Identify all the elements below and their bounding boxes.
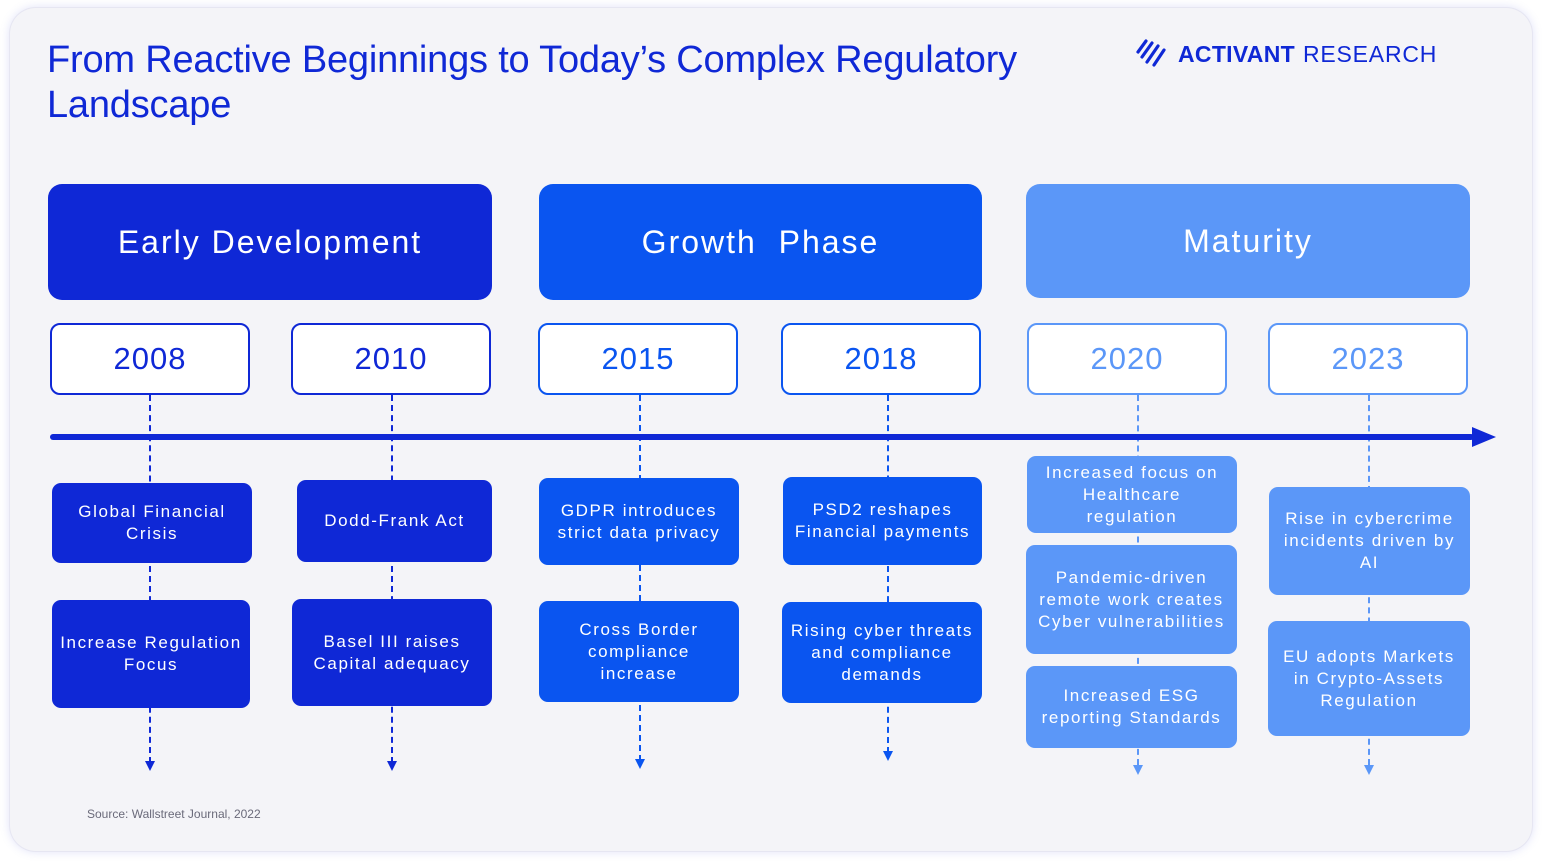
timeline-axis: [50, 434, 1474, 440]
brand-logo: ACTIVANT RESEARCH: [1134, 38, 1437, 70]
timeline-arrow-icon: [1472, 427, 1496, 447]
arrow-down-icon: [1133, 765, 1143, 775]
connector-2008: [149, 395, 151, 763]
connector-2015: [639, 395, 641, 761]
event-esg-reporting: Increased ESG reporting Standards: [1026, 666, 1237, 748]
brand-name-bold: ACTIVANT: [1178, 40, 1295, 67]
event-basel-iii: Basel III raises Capital adequacy: [292, 599, 492, 706]
arrow-down-icon: [1364, 765, 1374, 775]
phase-early-development: Early Development: [48, 184, 492, 300]
source-note: Source: Wallstreet Journal, 2022: [87, 807, 261, 821]
event-ai-cybercrime: Rise in cybercrime incidents driven by A…: [1269, 487, 1470, 595]
year-2023: 2023: [1268, 323, 1468, 395]
event-rising-cyber-threats: Rising cyber threats and compliance dema…: [782, 602, 982, 703]
year-2015: 2015: [538, 323, 738, 395]
page-title: From Reactive Beginnings to Today’s Comp…: [47, 39, 1017, 126]
event-cross-border-compliance: Cross Border compliance increase: [539, 601, 739, 702]
connector-2010: [391, 395, 393, 763]
arrow-down-icon: [883, 751, 893, 761]
activant-chevrons-logo-icon: [1136, 39, 1166, 67]
event-dodd-frank-act: Dodd-Frank Act: [297, 480, 492, 562]
arrow-down-icon: [387, 761, 397, 771]
phase-growth: Growth Phase: [539, 184, 982, 300]
year-2020: 2020: [1027, 323, 1227, 395]
event-global-financial-crisis: Global Financial Crisis: [52, 483, 252, 563]
event-psd2: PSD2 reshapes Financial payments: [783, 477, 982, 565]
event-increase-regulation-focus: Increase Regulation Focus: [52, 600, 250, 708]
year-2010: 2010: [291, 323, 491, 395]
year-2008: 2008: [50, 323, 250, 395]
arrow-down-icon: [635, 759, 645, 769]
event-pandemic-remote-work: Pandemic-driven remote work creates Cybe…: [1026, 545, 1237, 654]
year-2018: 2018: [781, 323, 981, 395]
arrow-down-icon: [145, 761, 155, 771]
event-mica-regulation: EU adopts Markets in Crypto-Assets Regul…: [1268, 621, 1470, 736]
connector-2018: [887, 395, 889, 753]
brand-name-light: RESEARCH: [1302, 40, 1438, 67]
phase-maturity: Maturity: [1026, 184, 1470, 298]
event-healthcare-regulation: Increased focus on Healthcare regulation: [1027, 456, 1237, 533]
event-gdpr: GDPR introduces strict data privacy: [539, 478, 739, 565]
